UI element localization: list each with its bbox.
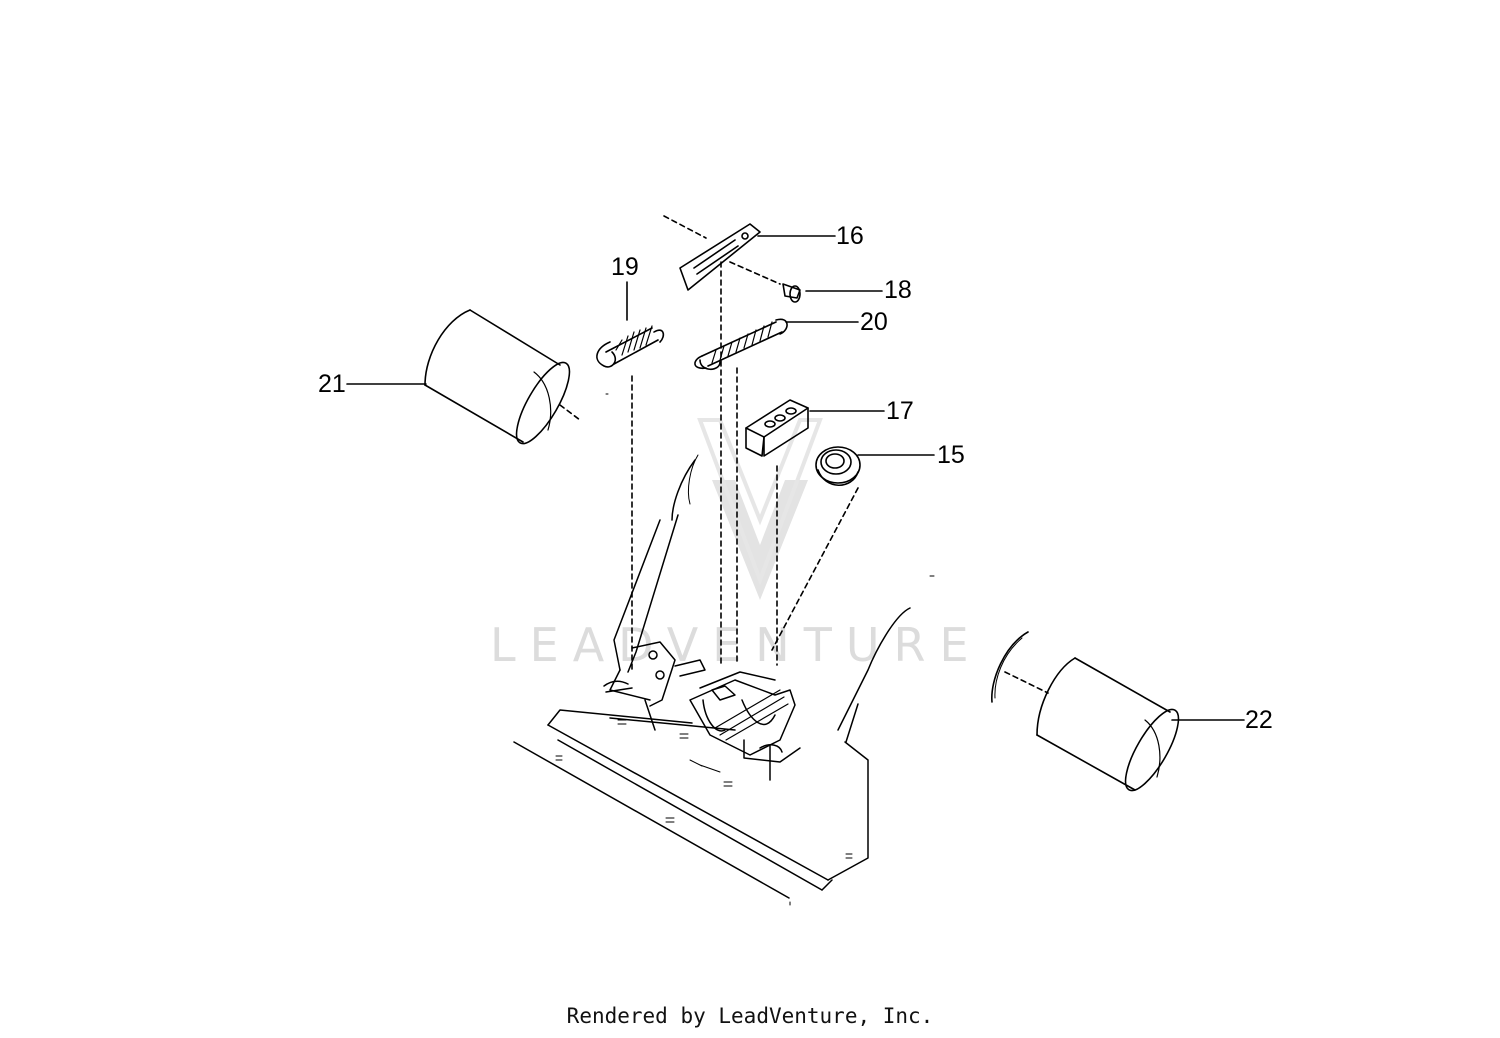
part-19-spring[interactable] (597, 326, 663, 672)
watermark-text: LEADVENTURE (490, 618, 983, 672)
part-21-tube[interactable] (425, 310, 580, 450)
frame-base (514, 394, 934, 905)
part-20-spring[interactable] (695, 319, 787, 665)
callout-19[interactable]: 19 (611, 253, 639, 281)
callout-15[interactable]: 15 (937, 441, 965, 469)
part-18-bolt[interactable] (783, 284, 800, 302)
part-22-tube[interactable] (992, 632, 1188, 797)
callout-17[interactable]: 17 (886, 397, 914, 425)
footer-credit: Rendered by LeadVenture, Inc. (566, 1004, 934, 1028)
callout-22[interactable]: 22 (1245, 706, 1273, 734)
callout-18[interactable]: 18 (884, 276, 912, 304)
part-16-plate[interactable] (664, 216, 780, 665)
callout-16[interactable]: 16 (836, 222, 864, 250)
part-17-block[interactable] (746, 400, 808, 665)
callout-21[interactable]: 21 (318, 370, 346, 398)
leader-lines (347, 236, 1244, 720)
part-15-bearing[interactable] (772, 447, 860, 650)
callout-20[interactable]: 20 (860, 308, 888, 336)
